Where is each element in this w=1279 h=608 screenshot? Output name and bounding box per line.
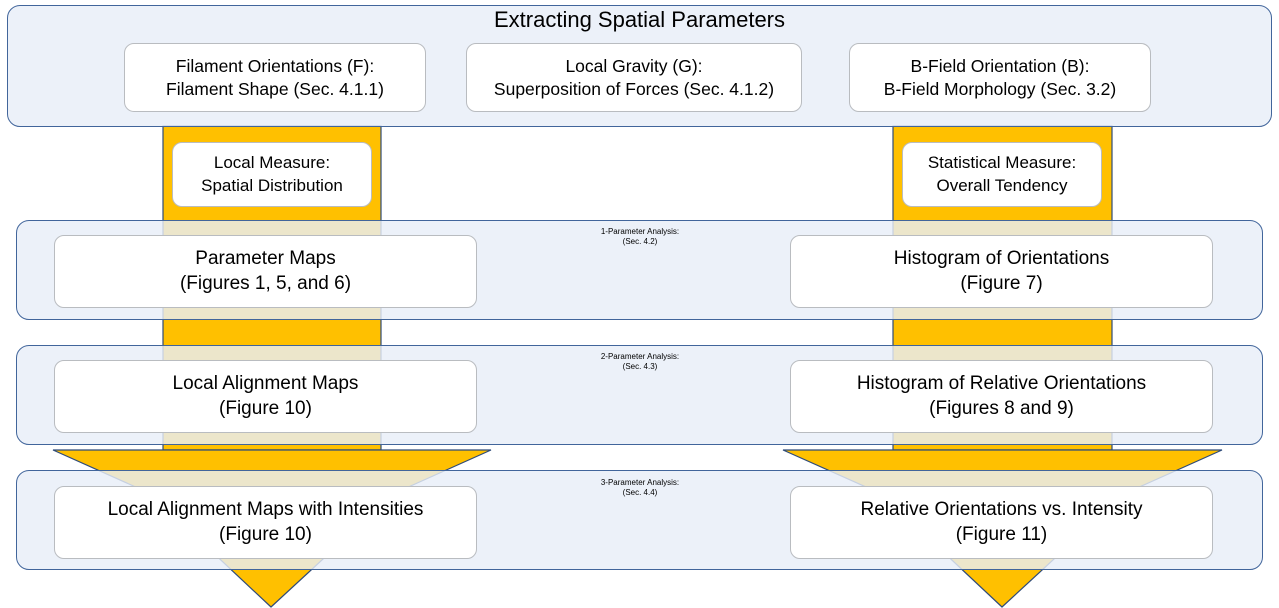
node-relative-orientations-vs-intensity-line1: Relative Orientations vs. Intensity	[860, 498, 1143, 520]
row-label-1-parameter-line1: 1-Parameter Analysis:	[600, 227, 680, 236]
parameter-box-filament[interactable]: Filament Orientations (F): Filament Shap…	[124, 43, 426, 112]
measure-box-statistical-line1: Statistical Measure:	[927, 153, 1077, 173]
node-histogram-orientations-line2: (Figure 7)	[960, 272, 1043, 294]
parameter-box-gravity-line2: Superposition of Forces (Sec. 4.1.2)	[493, 78, 775, 99]
row-label-2-parameter: 2-Parameter Analysis: (Sec. 4.3)	[500, 352, 780, 373]
row-label-3-parameter-line1: 3-Parameter Analysis:	[600, 478, 680, 487]
row-label-1-parameter: 1-Parameter Analysis: (Sec. 4.2)	[500, 227, 780, 248]
node-local-alignment-maps-intensities-line1: Local Alignment Maps with Intensities	[107, 498, 424, 520]
measure-box-local-line2: Spatial Distribution	[201, 175, 343, 195]
node-parameter-maps-line1: Parameter Maps	[195, 247, 336, 269]
node-local-alignment-maps-intensities-line2: (Figure 10)	[219, 523, 312, 545]
row-label-3-parameter-line2: (Sec. 4.4)	[622, 488, 658, 498]
measure-box-local[interactable]: Local Measure: Spatial Distribution	[172, 142, 372, 207]
parameter-box-gravity[interactable]: Local Gravity (G): Superposition of Forc…	[466, 43, 802, 112]
node-local-alignment-maps-line1: Local Alignment Maps	[172, 372, 359, 394]
parameter-box-gravity-line1: Local Gravity (G):	[565, 55, 703, 76]
node-local-alignment-maps[interactable]: Local Alignment Maps (Figure 10)	[54, 360, 477, 433]
measure-box-statistical[interactable]: Statistical Measure: Overall Tendency	[902, 142, 1102, 207]
row-label-2-parameter-line2: (Sec. 4.3)	[622, 362, 658, 372]
measure-box-statistical-line2: Overall Tendency	[936, 175, 1068, 195]
measure-box-local-line1: Local Measure:	[213, 153, 331, 173]
node-local-alignment-maps-line2: (Figure 10)	[219, 397, 312, 419]
node-histogram-relative-orientations-line2: (Figures 8 and 9)	[929, 397, 1074, 419]
node-parameter-maps-line2: (Figures 1, 5, and 6)	[179, 272, 352, 294]
node-histogram-orientations[interactable]: Histogram of Orientations (Figure 7)	[790, 235, 1213, 308]
node-relative-orientations-vs-intensity-line2: (Figure 11)	[955, 523, 1048, 545]
row-label-1-parameter-line2: (Sec. 4.2)	[622, 237, 658, 247]
parameter-box-bfield-line1: B-Field Orientation (B):	[910, 55, 1090, 76]
parameter-box-filament-line1: Filament Orientations (F):	[175, 55, 375, 76]
node-histogram-orientations-line1: Histogram of Orientations	[893, 247, 1110, 269]
page-title: Extracting Spatial Parameters	[493, 7, 786, 32]
parameter-box-bfield-line2: B-Field Morphology (Sec. 3.2)	[883, 78, 1117, 99]
node-relative-orientations-vs-intensity[interactable]: Relative Orientations vs. Intensity (Fig…	[790, 486, 1213, 559]
parameter-box-bfield[interactable]: B-Field Orientation (B): B-Field Morphol…	[849, 43, 1151, 112]
node-local-alignment-maps-intensities[interactable]: Local Alignment Maps with Intensities (F…	[54, 486, 477, 559]
row-label-2-parameter-line1: 2-Parameter Analysis:	[600, 352, 680, 361]
node-parameter-maps[interactable]: Parameter Maps (Figures 1, 5, and 6)	[54, 235, 477, 308]
row-label-3-parameter: 3-Parameter Analysis: (Sec. 4.4)	[500, 478, 780, 499]
node-histogram-relative-orientations-line1: Histogram of Relative Orientations	[856, 372, 1147, 394]
parameter-box-filament-line2: Filament Shape (Sec. 4.1.1)	[166, 78, 384, 99]
node-histogram-relative-orientations[interactable]: Histogram of Relative Orientations (Figu…	[790, 360, 1213, 433]
